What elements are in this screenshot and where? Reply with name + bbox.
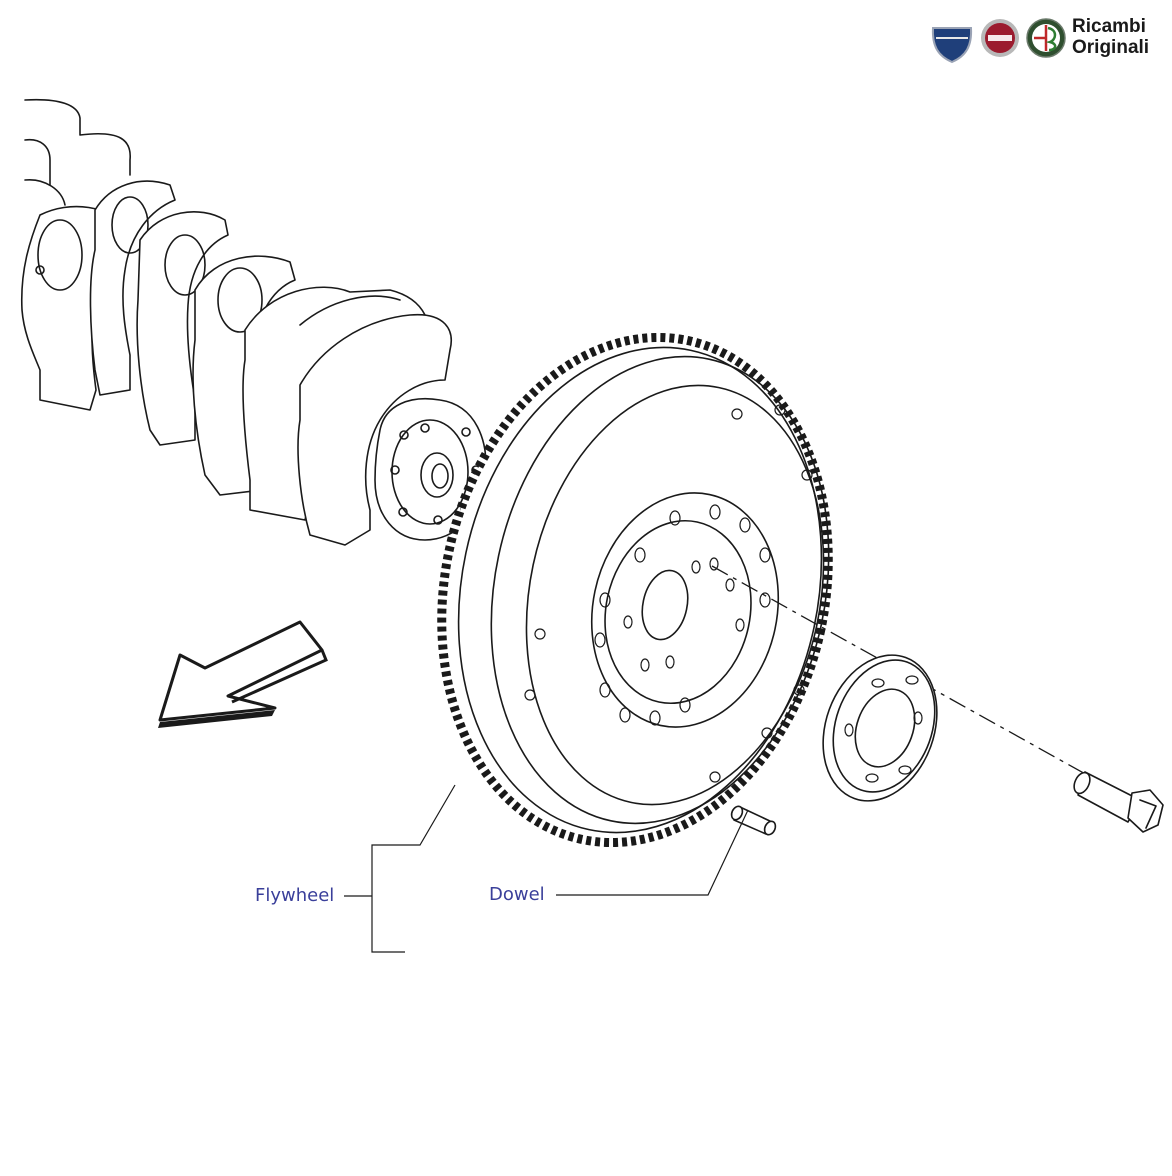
lancia-logo: [931, 27, 973, 64]
dowel-pin: [730, 805, 777, 836]
flywheel-callout-label: Flywheel: [255, 885, 335, 906]
arrow-lower-left-icon: [158, 620, 328, 728]
crankshaft: [20, 98, 487, 546]
brand-line-1: Ricambi: [1072, 16, 1146, 37]
alfa-romeo-logo: [1026, 18, 1066, 58]
washer-plate: [822, 654, 938, 802]
flywheel-bolt: [1073, 771, 1164, 833]
brand-line-2: Originali: [1072, 37, 1150, 58]
flywheel: [437, 332, 833, 848]
fiat-logo: [981, 19, 1019, 57]
dowel-callout-label: Dowel: [489, 884, 545, 905]
brand-wordmark: Ricambi Originali: [1072, 16, 1149, 58]
leader-lines: [344, 784, 749, 953]
